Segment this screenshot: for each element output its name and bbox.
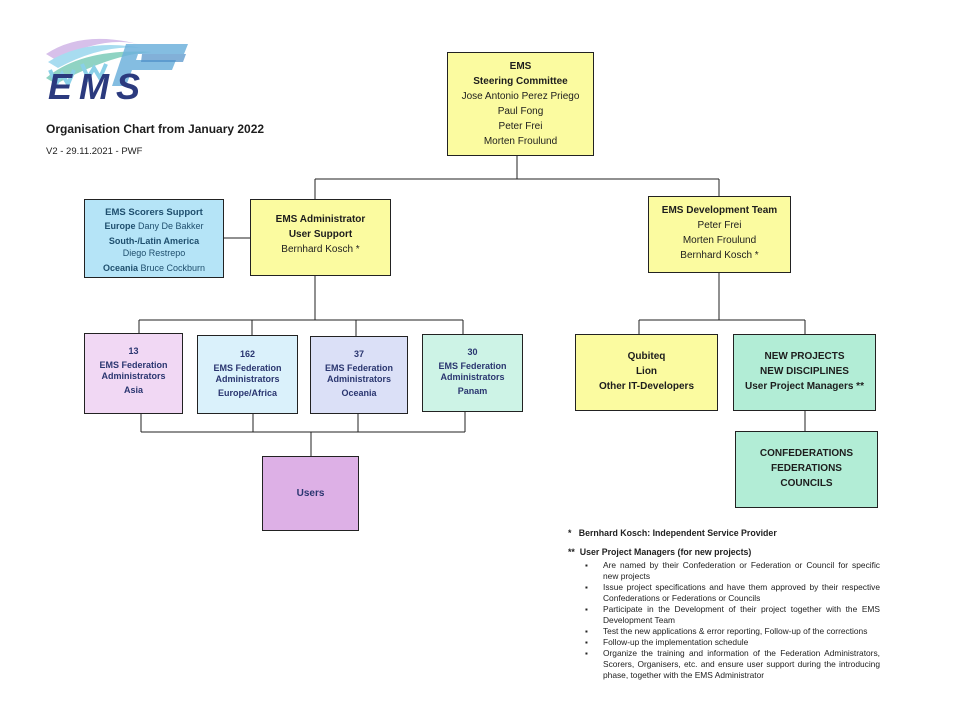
footnote-2: ** User Project Managers (for new projec…: [568, 547, 752, 557]
projects-line: NEW PROJECTS: [764, 351, 845, 362]
region-latam: South-/Latin America: [108, 235, 200, 246]
steering-member: Jose Antonio Perez Priego: [461, 91, 580, 102]
steering-member: Peter Frei: [498, 121, 543, 132]
logo-swoosh-icon: [46, 38, 188, 89]
federation-region: Panam: [457, 386, 488, 396]
admin-person: Bernhard Kosch *: [281, 244, 360, 255]
person-latam: Diego Restrepo: [122, 248, 186, 258]
devteam-member: Morten Froulund: [682, 235, 757, 246]
federation-count: 30: [467, 347, 478, 357]
ems-logo: EMS: [42, 34, 190, 110]
devteam-title: EMS Development Team: [661, 205, 778, 216]
steering-member: Morten Froulund: [483, 136, 558, 147]
footnotes: * Bernhard Kosch: Independent Service Pr…: [568, 528, 880, 681]
development-team-box: EMS Development Team Peter Frei Morten F…: [648, 196, 791, 273]
list-item: Issue project specifications and have th…: [568, 582, 880, 604]
person-oceania: Bruce Cockburn: [140, 262, 206, 273]
person-europe: Dany De Bakker: [138, 221, 204, 231]
federation-box-oceania: 37 EMS Federation Administrators Oceania: [310, 336, 408, 414]
federation-count: 13: [128, 346, 139, 356]
administrator-box: EMS Administrator User Support Bernhard …: [250, 199, 391, 276]
developer-line: Lion: [635, 366, 658, 377]
confed-line: CONFEDERATIONS: [759, 448, 854, 459]
users-label: Users: [296, 488, 325, 499]
confed-line: COUNCILS: [780, 478, 833, 489]
federation-box-asia: 13 EMS Federation Administrators Asia: [84, 333, 183, 414]
footnote-1: * Bernhard Kosch: Independent Service Pr…: [568, 528, 777, 538]
scorers-title: EMS Scorers Support: [105, 207, 203, 218]
version-label: V2 - 29.11.2021 - PWF: [46, 146, 143, 157]
confed-line: FEDERATIONS: [771, 463, 842, 474]
devteam-member: Bernhard Kosch *: [680, 250, 759, 261]
federation-label: EMS Federation Administrators: [99, 360, 168, 381]
list-item: Follow-up the implementation schedule: [568, 637, 880, 648]
federation-region: Europe/Africa: [217, 388, 277, 398]
region-oceania: Oceania: [102, 262, 138, 273]
list-item: Organize the training and information of…: [568, 648, 880, 681]
developers-box: Qubiteq Lion Other IT-Developers: [575, 334, 718, 411]
developer-line: Qubiteq: [627, 351, 666, 362]
new-projects-box: NEW PROJECTS NEW DISCIPLINES User Projec…: [733, 334, 876, 411]
federation-region: Oceania: [341, 388, 377, 398]
developer-line: Other IT-Developers: [598, 381, 695, 392]
federation-count: 37: [353, 349, 364, 359]
federation-label: EMS Federation Administrators: [324, 363, 393, 384]
list-item: Test the new applications & error report…: [568, 626, 880, 637]
steering-title: EMS: [509, 61, 532, 72]
admin-subtitle: User Support: [288, 229, 353, 240]
federation-box-europe-africa: 162 EMS Federation Administrators Europe…: [197, 335, 298, 414]
steering-member: Paul Fong: [497, 106, 544, 117]
devteam-member: Peter Frei: [697, 220, 742, 231]
admin-title: EMS Administrator: [275, 214, 366, 225]
federation-box-panam: 30 EMS Federation Administrators Panam: [422, 334, 523, 412]
region-europe: Europe: [104, 221, 136, 231]
scorers-support-box: EMS Scorers Support Europe Dany De Bakke…: [84, 199, 224, 278]
list-item: Are named by their Confederation or Fede…: [568, 560, 880, 582]
users-box: Users: [262, 456, 359, 531]
page-title: Organisation Chart from January 2022: [46, 122, 265, 136]
footnote-list: Are named by their Confederation or Fede…: [568, 560, 880, 681]
federation-label: EMS Federation Administrators: [213, 363, 282, 384]
list-item: Participate in the Development of their …: [568, 604, 880, 626]
federation-count: 162: [239, 349, 256, 359]
projects-line: User Project Managers **: [745, 381, 864, 392]
confederations-box: CONFEDERATIONS FEDERATIONS COUNCILS: [735, 431, 878, 508]
steering-subtitle: Steering Committee: [473, 76, 568, 87]
steering-committee-box: EMS Steering Committee Jose Antonio Pere…: [447, 52, 594, 156]
federation-region: Asia: [123, 385, 143, 395]
logo-text: EMS: [48, 66, 148, 107]
federation-label: EMS Federation Administrators: [438, 361, 507, 382]
projects-line: NEW DISCIPLINES: [760, 366, 849, 377]
